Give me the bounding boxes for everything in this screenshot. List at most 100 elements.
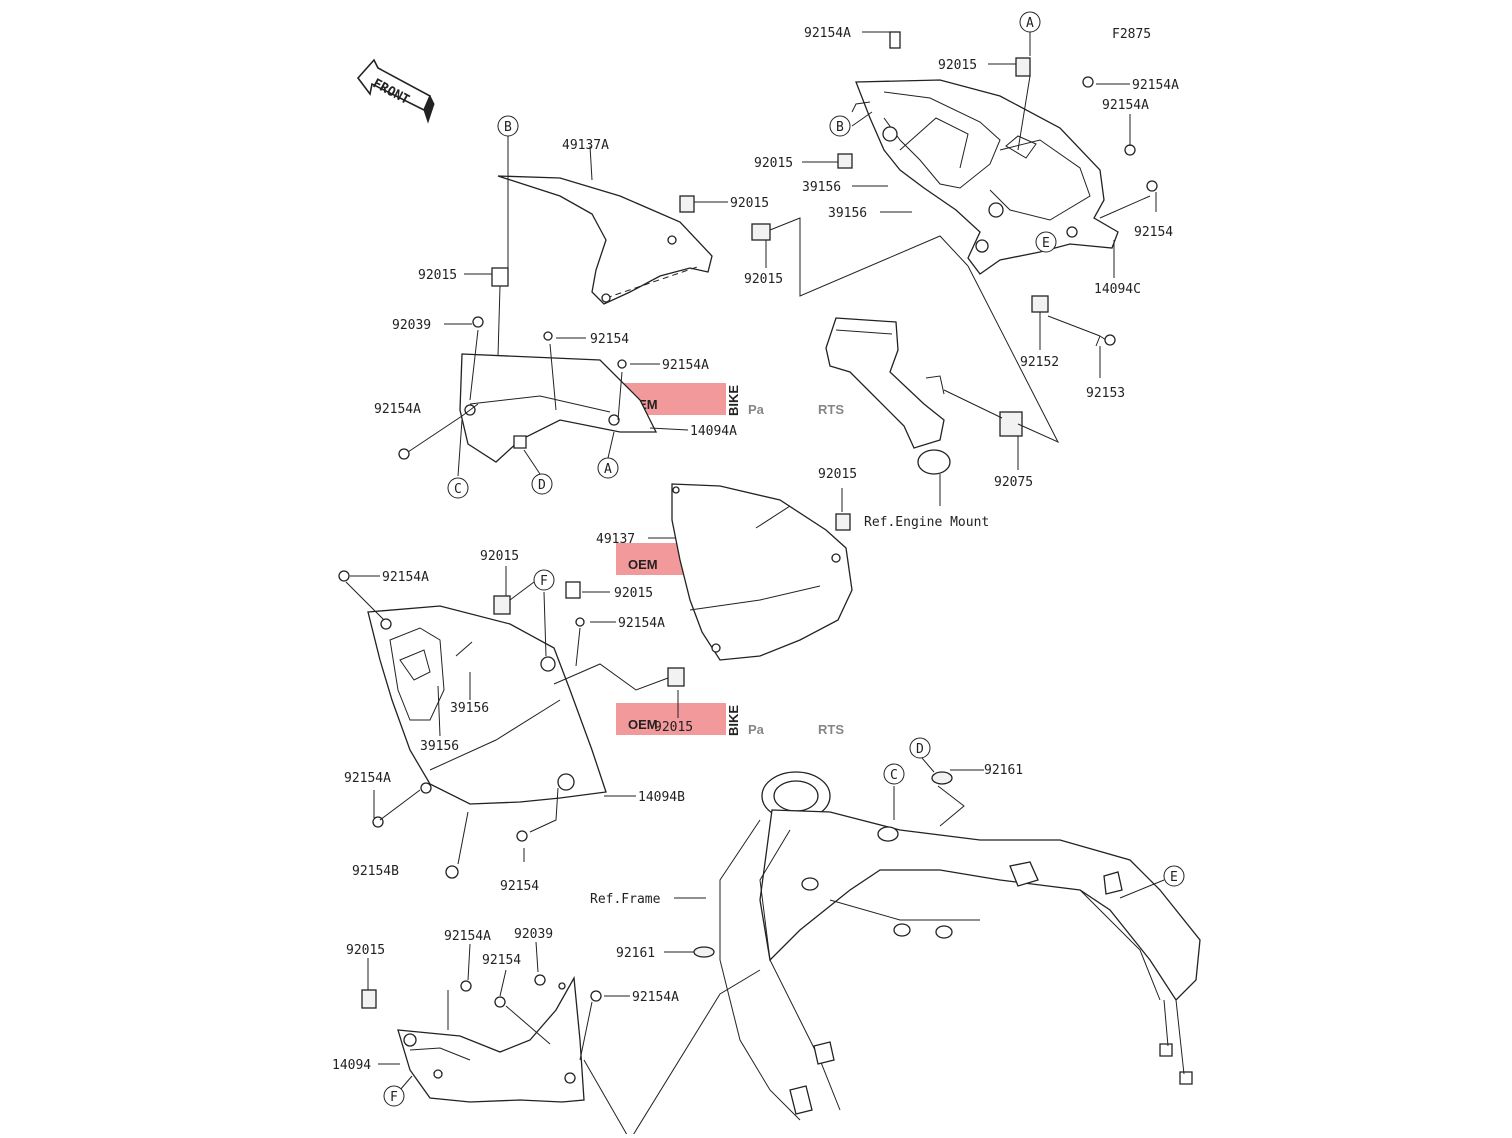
bushing-icon (493, 595, 511, 615)
front-arrow-icon: FRONT (356, 58, 435, 124)
bolt-icon (617, 359, 627, 369)
part-label: 39156 (450, 701, 489, 716)
bolt-icon (1146, 180, 1158, 192)
fasteners (338, 31, 1158, 1009)
part-label: 92153 (1086, 386, 1125, 401)
callout-a-upper: A (1019, 11, 1041, 33)
part-label: 92154A (1102, 98, 1149, 113)
bolt-icon (889, 31, 901, 49)
part-label: 92154 (482, 953, 521, 968)
cover-14094-drawing (397, 975, 585, 1103)
callout-e-upper: E (1035, 231, 1057, 253)
bushing-icon (837, 153, 853, 169)
bolt-icon (398, 448, 410, 460)
callout-b-left: B (497, 115, 519, 137)
bolt-icon (575, 617, 585, 627)
part-label: 92039 (514, 927, 553, 942)
callout-letter: D (538, 478, 546, 493)
part-label: 14094C (1094, 282, 1141, 297)
ref-engine-mount-label: Ref.Engine Mount (864, 515, 989, 530)
part-label: 92154B (352, 864, 399, 879)
panel-49137a-drawing (497, 175, 713, 305)
watermark-bike-text: BIKE (726, 385, 741, 416)
bolt-icon (1082, 76, 1094, 88)
watermark-rts-text: RTS (818, 722, 844, 737)
part-label: 92015 (754, 156, 793, 171)
part-label: 92154 (1134, 225, 1173, 240)
bolt-icon (1104, 334, 1116, 346)
watermark-oem-box (616, 703, 726, 735)
callout-f-middle: F (533, 569, 555, 591)
bolt-icon (338, 570, 350, 582)
part-label: 92154A (382, 570, 429, 585)
callout-letter: A (604, 462, 612, 477)
part-label: 14094 (332, 1058, 371, 1073)
part-label: 92154A (374, 402, 421, 417)
bolt-icon (445, 865, 459, 879)
part-label: 92154 (590, 332, 629, 347)
part-label: 14094A (690, 424, 737, 439)
part-label: 92154 (500, 879, 539, 894)
cover-14094b-drawing (367, 605, 607, 805)
part-label: 39156 (420, 739, 459, 754)
bolt-icon (516, 830, 528, 842)
bolt-icon (1124, 144, 1136, 156)
watermark-pa-text: Pa (748, 722, 765, 737)
part-label: 92161 (984, 763, 1023, 778)
cover-14094a-drawing (459, 353, 658, 463)
watermark-pa-text: Pa (748, 402, 765, 417)
frame-drawing (719, 771, 1201, 1121)
watermark-oem-text: OEM (628, 557, 658, 572)
part-label: 92015 (938, 58, 977, 73)
callout-letter: E (1042, 236, 1050, 251)
watermark-bike-text: BIKE (726, 705, 741, 736)
watermark-oem-text: OEM (628, 717, 658, 732)
callout-letter: F (540, 574, 548, 589)
part-label: 92039 (392, 318, 431, 333)
part-label: 92015 (480, 549, 519, 564)
bushing-icon (667, 667, 685, 687)
callout-d-frame: D (909, 737, 931, 759)
watermark-top: OEM BIKE Pa RTS (616, 383, 844, 417)
part-label: 92015 (730, 196, 769, 211)
bushing-icon (565, 581, 581, 599)
grommet-icon (693, 946, 715, 958)
callout-letter: D (916, 742, 924, 757)
callout-e-frame: E (1163, 865, 1185, 887)
part-label: 39156 (802, 180, 841, 195)
callout-c-frame: C (883, 763, 905, 785)
bushing-icon (1015, 57, 1031, 77)
part-label: 92154A (804, 26, 851, 41)
bushing-icon (751, 223, 771, 241)
part-label: 92015 (654, 720, 693, 735)
engine-mount-bracket-drawing (825, 317, 951, 475)
part-label: 92015 (744, 272, 783, 287)
bolt-icon (494, 996, 506, 1008)
part-label: 92015 (614, 586, 653, 601)
bolt-icon (543, 331, 553, 341)
callout-d-left: D (531, 473, 553, 495)
callout-letter: C (890, 768, 898, 783)
figure-code: F2875 (1112, 27, 1151, 42)
bushing-icon (835, 513, 851, 531)
part-label: 49137 (596, 532, 635, 547)
part-label: 92015 (418, 268, 457, 283)
callout-letter: B (504, 120, 512, 135)
part-label: 92161 (616, 946, 655, 961)
part-label: 92154A (618, 616, 665, 631)
callout-letter: C (454, 482, 462, 497)
bushing-icon (361, 989, 377, 1009)
part-labels: 92154A 92015 92154A 92154A 92015 39156 3… (332, 26, 1179, 1073)
part-label: 92152 (1020, 355, 1059, 370)
grommet-icon (931, 771, 953, 785)
part-label: 92015 (818, 467, 857, 482)
callout-letter: A (1026, 16, 1034, 31)
part-label: 92015 (346, 943, 385, 958)
grommet-icon (999, 411, 1023, 437)
callout-b-upper: B (829, 115, 851, 137)
part-label: 92154A (632, 990, 679, 1005)
ref-frame-label: Ref.Frame (590, 892, 661, 907)
bolt-icon (460, 980, 472, 992)
